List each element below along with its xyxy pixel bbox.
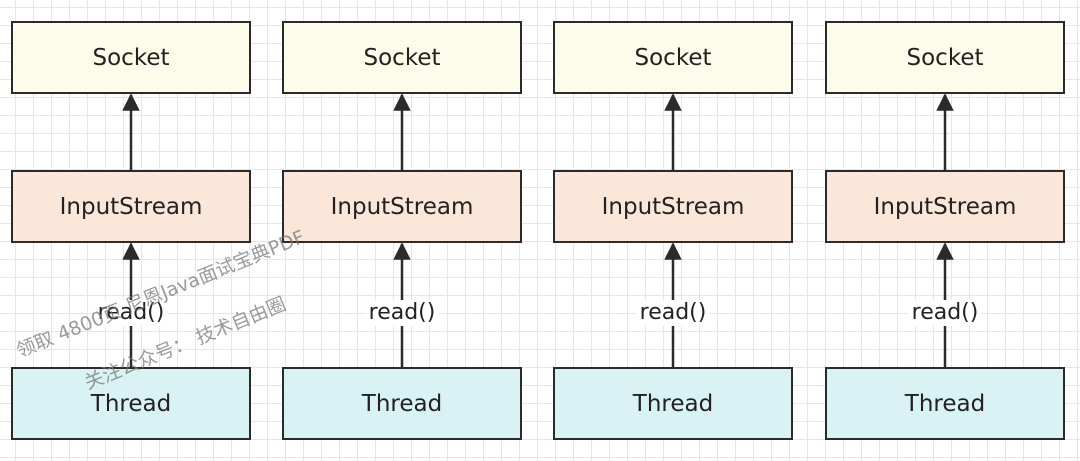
thread-box: Thread (11, 367, 251, 440)
stream-box: InputStream (825, 170, 1065, 243)
socket-label: Socket (92, 44, 170, 71)
thread-label: Thread (904, 390, 986, 417)
socket-box: Socket (553, 21, 793, 94)
stream-box: InputStream (11, 170, 251, 243)
read-call-label: read() (908, 300, 982, 326)
read-call-label: read() (94, 300, 168, 326)
thread-box: Thread (553, 367, 793, 440)
stream-box: InputStream (553, 170, 793, 243)
socket-label: Socket (906, 44, 984, 71)
socket-box: Socket (11, 21, 251, 94)
read-call-label: read() (636, 300, 710, 326)
stream-box: InputStream (282, 170, 522, 243)
stream-label: InputStream (601, 193, 745, 220)
thread-label: Thread (90, 390, 172, 417)
socket-label: Socket (634, 44, 712, 71)
stream-label: InputStream (330, 193, 474, 220)
thread-box: Thread (282, 367, 522, 440)
thread-label: Thread (361, 390, 443, 417)
socket-box: Socket (282, 21, 522, 94)
read-call-label: read() (365, 300, 439, 326)
stream-label: InputStream (59, 193, 203, 220)
socket-box: Socket (825, 21, 1065, 94)
stream-label: InputStream (873, 193, 1017, 220)
socket-label: Socket (363, 44, 441, 71)
thread-box: Thread (825, 367, 1065, 440)
thread-label: Thread (632, 390, 714, 417)
